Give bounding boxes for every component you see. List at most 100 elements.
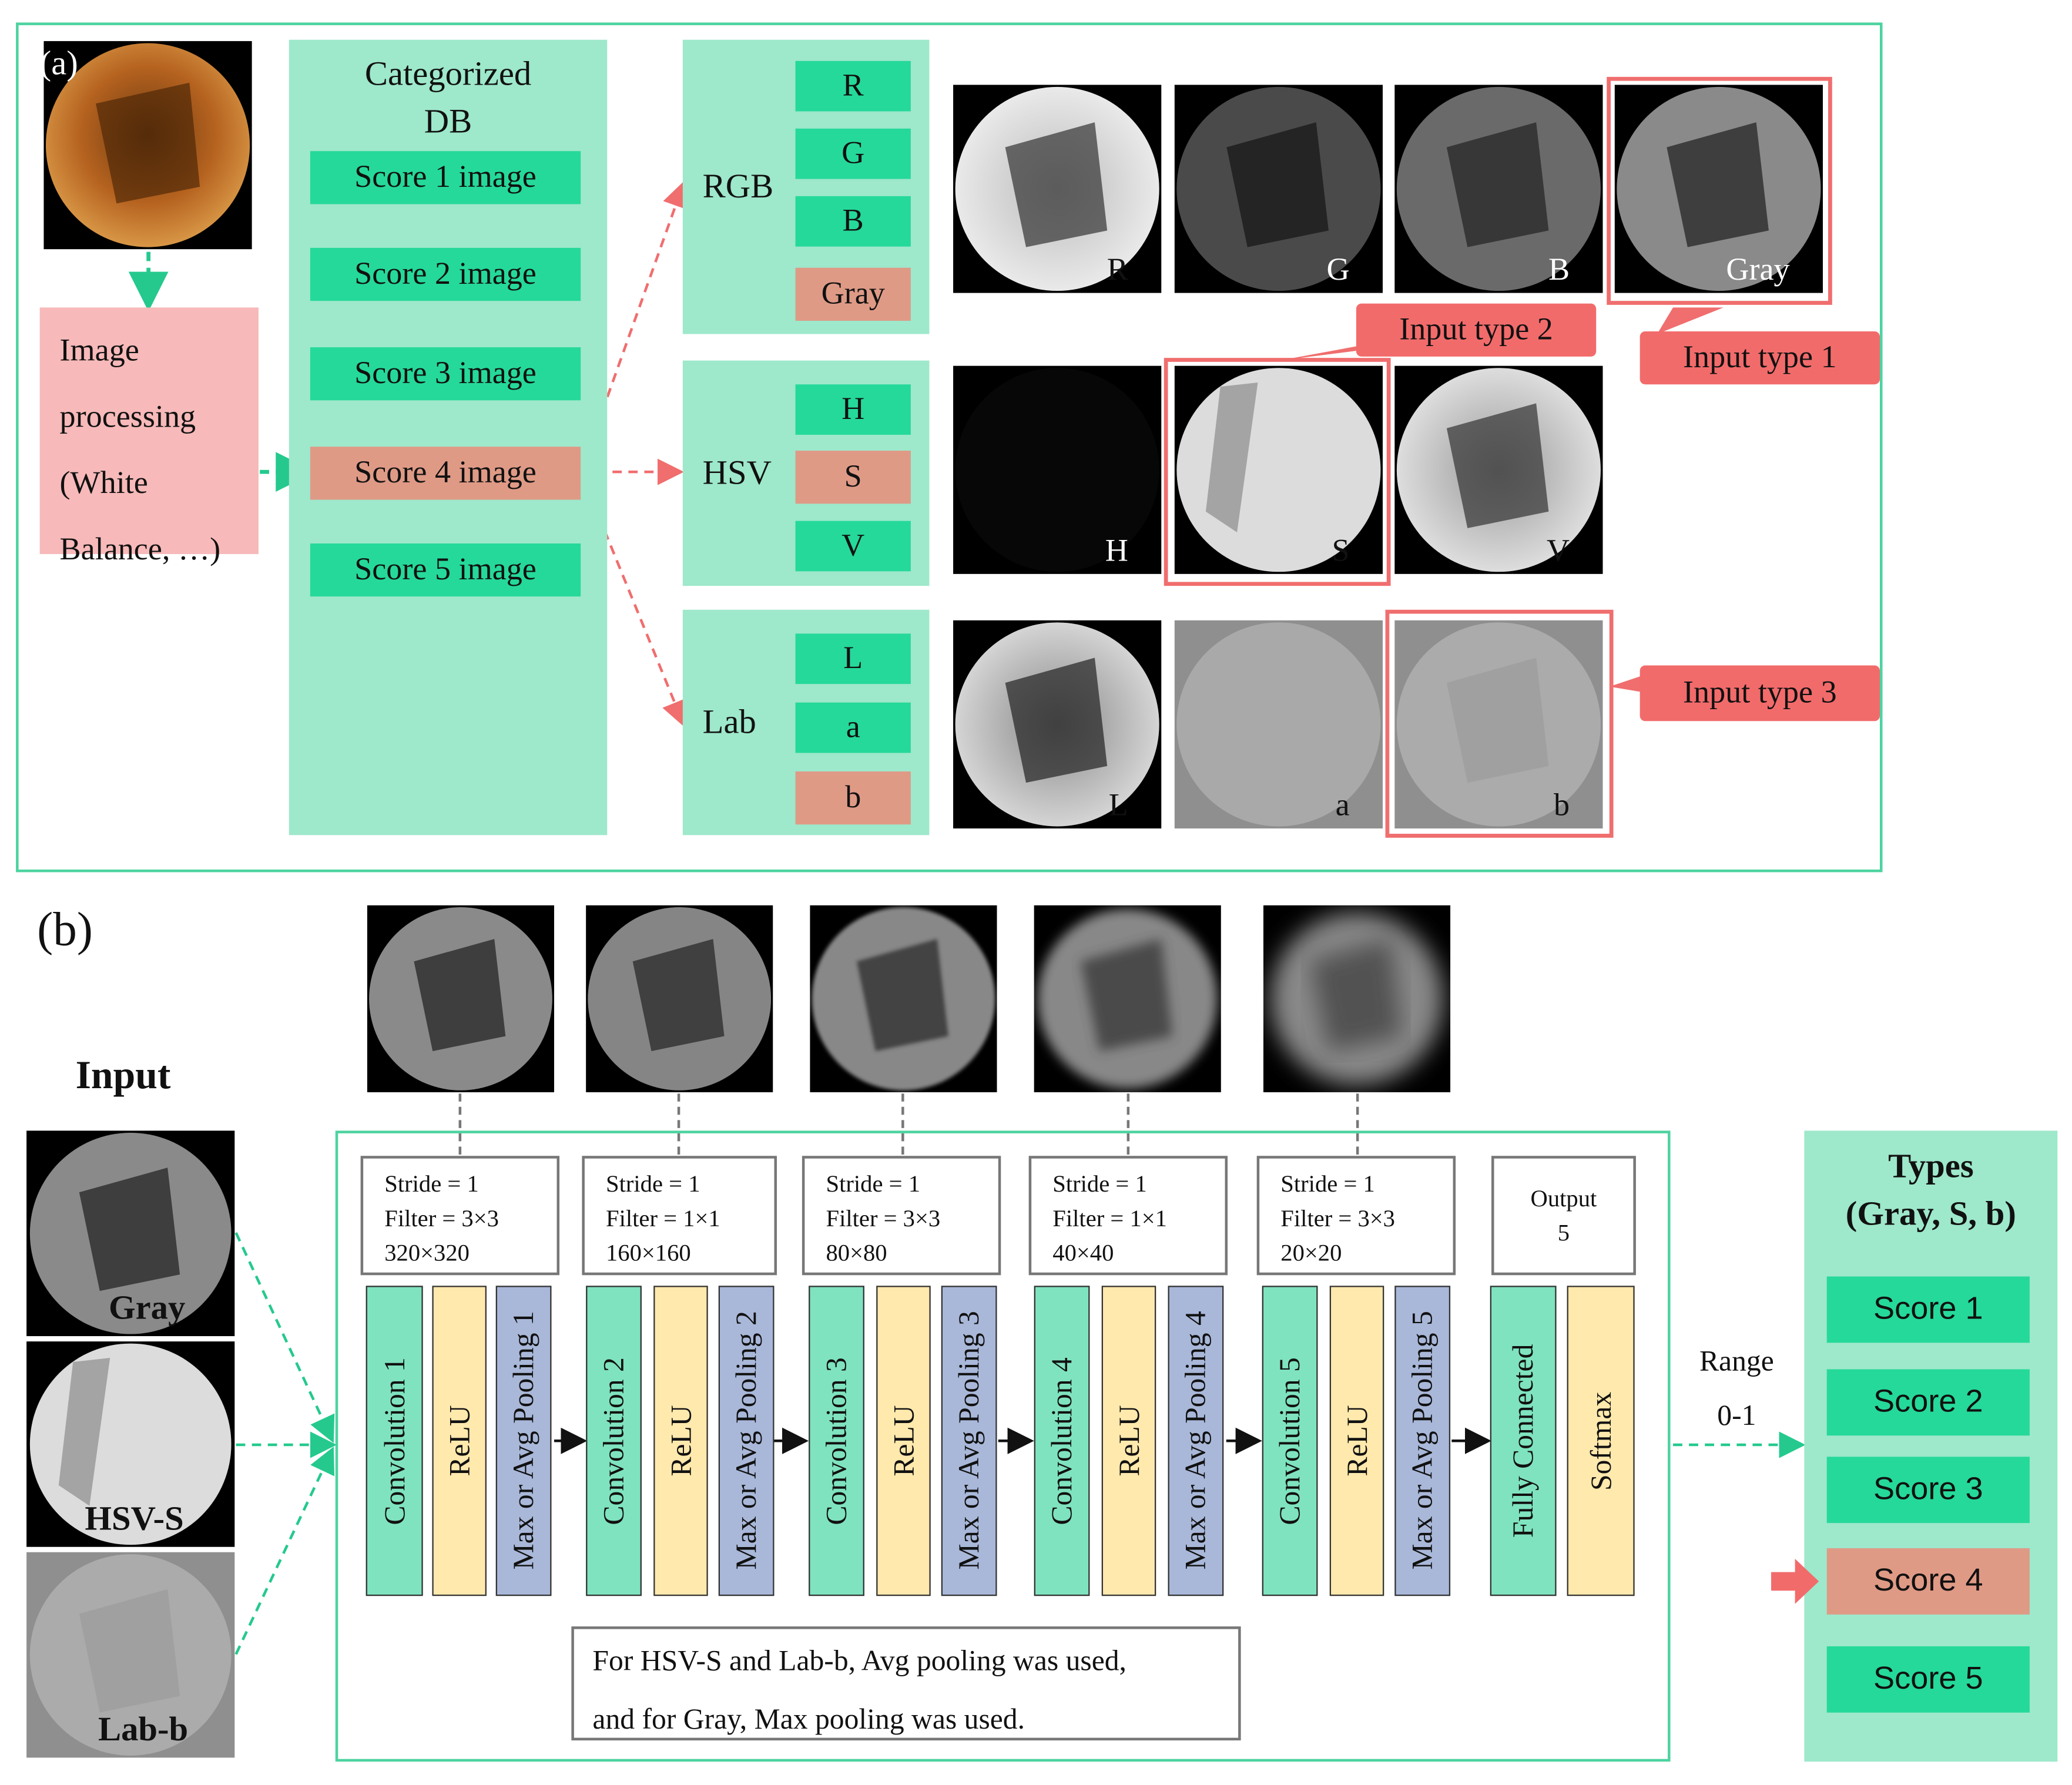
pooling-note-line-2: and for Gray, Max pooling was used.	[592, 1702, 1025, 1736]
thumb-b-lab-label: b	[1554, 789, 1570, 823]
range-value: 0-1	[1717, 1398, 1756, 1432]
db-score-3: Score 3 image	[310, 347, 581, 401]
block-2-info: Stride = 1 Filter = 1×1 160×160	[582, 1156, 777, 1276]
endoscopy-photo	[43, 41, 252, 250]
thumb-b: B	[1394, 85, 1603, 293]
image-processing-line-3: (White	[59, 467, 148, 501]
panel-a-label: (a)	[39, 43, 78, 82]
callout-input-type-2: Input type 2	[1356, 303, 1597, 357]
arrow-to-lab	[579, 471, 688, 727]
types-title: Types	[1888, 1146, 1974, 1185]
relu-2: ReLU	[653, 1286, 708, 1596]
thumb-s: S	[1174, 365, 1383, 574]
db-score-1: Score 1 image	[310, 151, 581, 204]
image-processing-line-4: Balance, …)	[59, 532, 221, 568]
block-2-stride: Stride = 1	[605, 1170, 700, 1197]
db-score-5: Score 5 image	[310, 543, 581, 597]
block-4-info: Stride = 1 Filter = 1×1 40×40	[1028, 1156, 1228, 1276]
thumb-l: L	[953, 620, 1162, 828]
pool-1: Max or Avg Pooling 1	[495, 1286, 552, 1596]
thumb-g-label: G	[1326, 253, 1350, 288]
type-score-5: Score 5	[1826, 1646, 2030, 1713]
relu-1: ReLU	[432, 1286, 487, 1596]
input-lab-b-label: Lab-b	[98, 1710, 189, 1749]
block-2-filter: Filter = 1×1	[605, 1204, 720, 1232]
highlight-b	[1385, 609, 1614, 838]
block-1-size: 320×320	[384, 1239, 470, 1266]
conv-1: Convolution 1	[366, 1286, 423, 1596]
block-1-info: Stride = 1 Filter = 3×3 320×320	[360, 1156, 560, 1276]
lab-channel-a: a	[795, 702, 911, 753]
output-value: 5	[1557, 1219, 1570, 1246]
network-container	[335, 1130, 1671, 1762]
panel-b-label: (b)	[37, 902, 93, 956]
rgb-channel-g: G	[795, 128, 911, 179]
block-4-stride: Stride = 1	[1052, 1170, 1147, 1197]
fully-connected: Fully Connected	[1490, 1286, 1557, 1596]
rgb-channel-gray: Gray	[795, 267, 911, 321]
thumb-g: G	[1174, 85, 1383, 293]
lab-channel-b: b	[795, 771, 911, 825]
thumb-s-label: S	[1332, 534, 1350, 569]
block-3-info: Stride = 1 Filter = 3×3 80×80	[802, 1156, 1001, 1276]
feature-map-1	[367, 905, 555, 1092]
block-4-size: 40×40	[1052, 1239, 1114, 1266]
feature-map-5	[1263, 905, 1451, 1092]
output-label: Output	[1530, 1185, 1597, 1212]
type-score-1: Score 1	[1826, 1276, 2030, 1343]
thumb-v: V	[1394, 365, 1603, 574]
lab-label: Lab	[702, 702, 756, 741]
pool-5: Max or Avg Pooling 5	[1394, 1286, 1451, 1596]
thumb-l-label: L	[1108, 789, 1128, 823]
thumb-r-label: R	[1107, 253, 1128, 288]
input-gray: Gray	[26, 1130, 235, 1337]
thumb-gray: Gray	[1614, 85, 1823, 293]
pooling-note-line-1: For HSV-S and Lab-b, Avg pooling was use…	[592, 1643, 1126, 1677]
conv-4: Convolution 4	[1034, 1286, 1090, 1596]
db-score-2: Score 2 image	[310, 247, 581, 301]
conv-3: Convolution 3	[809, 1286, 864, 1596]
pool-2: Max or Avg Pooling 2	[718, 1286, 775, 1596]
thumb-r: R	[953, 85, 1162, 293]
rgb-channel-b: B	[795, 196, 911, 247]
highlight-gray	[1607, 76, 1832, 305]
relu-5: ReLU	[1329, 1286, 1384, 1596]
rgb-channel-r: R	[795, 61, 911, 112]
callout-input-type-3: Input type 3	[1640, 665, 1880, 722]
db-title-line-2: DB	[424, 102, 472, 141]
output-info: Output 5	[1491, 1156, 1636, 1276]
hsv-channel-v: V	[795, 521, 911, 572]
feature-map-2	[586, 905, 773, 1092]
block-5-stride: Stride = 1	[1280, 1170, 1375, 1197]
pool-4: Max or Avg Pooling 4	[1168, 1286, 1224, 1596]
rgb-label: RGB	[702, 167, 774, 206]
block-2-size: 160×160	[605, 1239, 691, 1266]
hsv-label: HSV	[702, 453, 772, 492]
pooling-note: For HSV-S and Lab-b, Avg pooling was use…	[571, 1626, 1241, 1741]
hsv-channel-s: S	[795, 451, 911, 504]
type-score-4: Score 4	[1826, 1548, 2030, 1615]
conv-2: Convolution 2	[586, 1286, 642, 1596]
block-3-size: 80×80	[826, 1239, 887, 1266]
softmax: Softmax	[1567, 1286, 1635, 1596]
thumb-v-label: V	[1546, 534, 1570, 569]
pool-3: Max or Avg Pooling 3	[941, 1286, 997, 1596]
input-title: Input	[75, 1053, 171, 1098]
relu-3: ReLU	[876, 1286, 931, 1596]
arrow-labb-in	[234, 1447, 335, 1655]
thumb-a-label: a	[1335, 789, 1350, 823]
thumb-b-label: B	[1548, 253, 1570, 288]
panel-a	[16, 22, 1883, 873]
input-hsv-s-label: HSV-S	[85, 1499, 184, 1538]
image-processing-box: Image processing (White Balance, …)	[39, 307, 259, 568]
image-processing-line-2: processing	[59, 400, 196, 435]
db-score-4: Score 4 image	[310, 447, 581, 500]
thumb-h: H	[953, 365, 1162, 574]
input-gray-label: Gray	[108, 1288, 186, 1327]
type-score-2: Score 2	[1826, 1369, 2030, 1436]
score-4-pointer-icon	[1771, 1559, 1819, 1604]
range-label: Range	[1699, 1344, 1774, 1377]
input-lab-b: Lab-b	[26, 1552, 235, 1758]
db-title-line-1: Categorized	[364, 54, 532, 93]
